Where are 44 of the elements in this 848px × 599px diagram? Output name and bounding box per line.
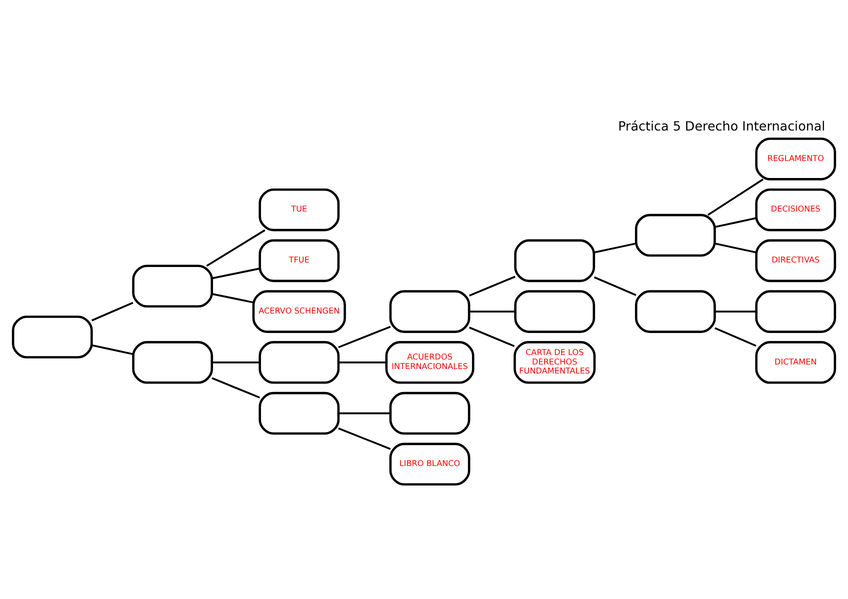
node-box	[132, 264, 214, 308]
node-box: REGLAMENTO	[755, 137, 836, 180]
node-box: CARTA DE LOS DERECHOS FUNDAMENTALES	[514, 340, 596, 384]
node-box	[634, 213, 716, 256]
node-box: ACERVO SCHENGEN	[252, 290, 346, 332]
connector	[338, 412, 390, 414]
node-box: TFUE	[258, 238, 340, 282]
node-box: TUE	[258, 188, 340, 231]
diagram-title: Práctica 5 Derecho Internacional	[618, 118, 826, 133]
connector	[714, 242, 756, 253]
node-box	[258, 340, 340, 384]
connector	[212, 361, 260, 363]
connector	[469, 275, 516, 296]
node-box	[12, 315, 93, 358]
connector	[212, 292, 254, 303]
connector	[206, 228, 266, 266]
connector	[714, 216, 756, 228]
connector	[714, 326, 756, 346]
connector	[714, 310, 756, 312]
node-box	[389, 290, 470, 332]
connector	[707, 178, 764, 216]
connector	[91, 301, 134, 321]
node-box: ACUERDOS INTERNACIONALES	[385, 340, 474, 384]
node-box	[132, 340, 214, 384]
node-box: DECISIONES	[755, 188, 836, 231]
connector	[212, 267, 260, 279]
node-box	[389, 391, 470, 434]
node-box: LIBRO BLANCO	[389, 442, 470, 486]
node-box	[514, 290, 596, 332]
node-box: DIRECTIVAS	[755, 238, 836, 282]
connector	[594, 242, 636, 253]
node-box	[514, 238, 596, 282]
node-box	[755, 290, 836, 332]
node-box	[258, 391, 340, 434]
connector	[338, 325, 391, 348]
node-box	[634, 290, 716, 332]
connector	[212, 376, 260, 398]
connector	[594, 276, 636, 296]
connector	[338, 361, 386, 363]
connector	[338, 427, 391, 450]
connector	[469, 326, 515, 347]
connector	[92, 344, 134, 355]
node-box: DICTAMEN	[755, 340, 836, 384]
connector	[469, 310, 516, 312]
